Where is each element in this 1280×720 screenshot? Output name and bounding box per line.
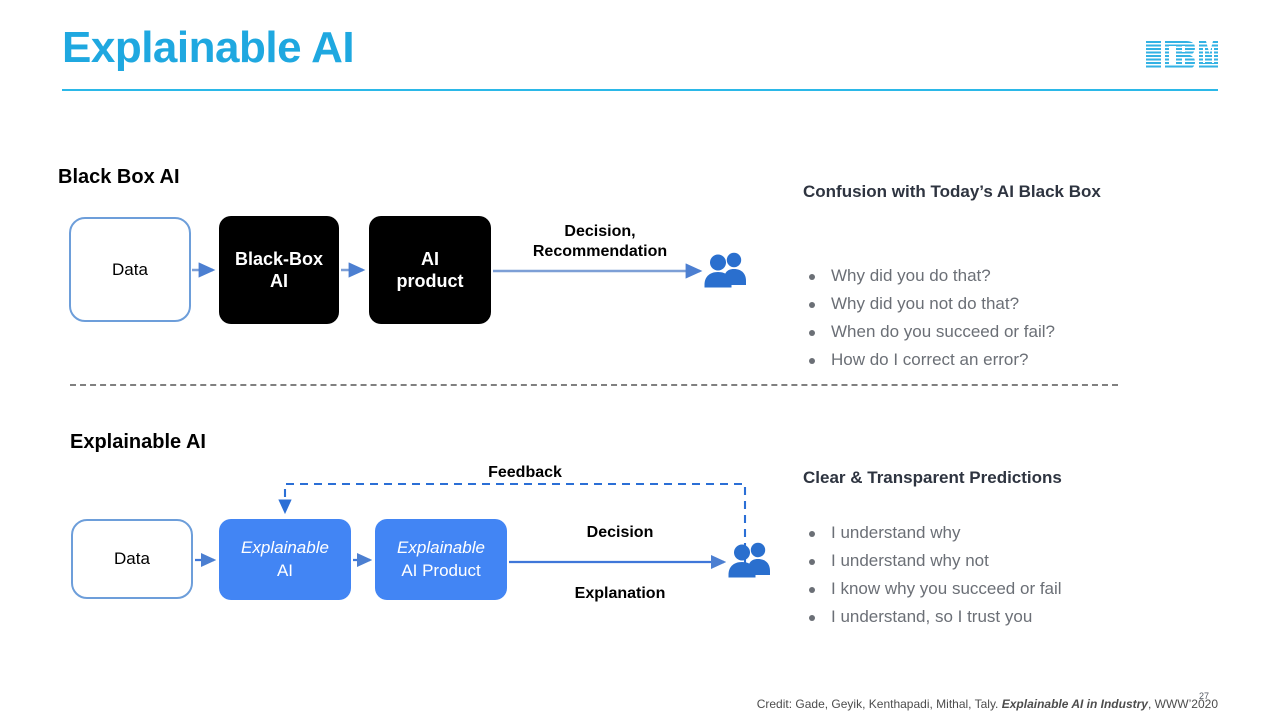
- list-item: When do you succeed or fail?: [803, 318, 1143, 346]
- bullet-list-confusion: Why did you do that? Why did you not do …: [803, 262, 1143, 374]
- flow-box-label-line1: Black-Box: [234, 248, 324, 269]
- credit-suffix: , WWW’2020: [1147, 697, 1218, 711]
- flow-label-feedback: Feedback: [488, 464, 562, 481]
- credit-reference-title: Explainable AI in Industry: [1001, 697, 1148, 711]
- flow-box-label-line1: AI: [421, 248, 439, 269]
- flow-box-label-italic: Explainable: [241, 538, 329, 558]
- page-title: Explainable AI: [62, 23, 355, 72]
- flow-label-explanation: Explanation: [574, 585, 666, 602]
- ibm-logo: [1146, 41, 1218, 69]
- list-item: I know why you succeed or fail: [803, 575, 1143, 603]
- section-heading-explainable-ai: Explainable AI: [70, 431, 206, 453]
- flow-box-data-explainable: Data: [71, 519, 193, 599]
- flow-box-label: Data: [114, 549, 150, 568]
- panel-title-clear-transparent: Clear & Transparent Predictions: [803, 468, 1062, 487]
- flow-box-label: Data: [112, 259, 148, 279]
- title-underline-rule: [62, 89, 1218, 91]
- list-item: How do I correct an error?: [803, 346, 1143, 374]
- flow-box-label-plain: AI: [276, 560, 294, 580]
- flow-box-black-box-ai: Black-Box AI: [219, 216, 339, 324]
- list-item: Why did you not do that?: [803, 290, 1143, 318]
- flow-label-decision-recommendation: Decision, Recommendation: [532, 223, 668, 260]
- flow-box-explainable-ai-product: Explainable AI Product: [375, 519, 507, 600]
- flow-label-decision: Decision: [586, 524, 654, 541]
- list-item: I understand why not: [803, 547, 1143, 575]
- credit-prefix: Credit: Gade, Geyik, Kenthapadi, Mithal,…: [756, 697, 1002, 711]
- flow-box-label-line2: AI: [270, 271, 288, 291]
- panel-title-confusion: Confusion with Today’s AI Black Box: [803, 182, 1101, 201]
- credit-line: Credit: Gade, Geyik, Kenthapadi, Mithal,…: [0, 697, 1218, 711]
- people-icon: [704, 252, 746, 288]
- list-item: Why did you do that?: [803, 262, 1143, 290]
- flow-box-label-line2: product: [396, 271, 464, 291]
- list-item: I understand, so I trust you: [803, 603, 1143, 631]
- section-divider: [70, 384, 1118, 386]
- page-number: 27: [1199, 691, 1210, 701]
- list-item: I understand why: [803, 519, 1143, 547]
- flow-box-ai-product: AI product: [369, 216, 491, 324]
- flow-box-label-italic: Explainable: [397, 538, 485, 558]
- flow-box-data-blackbox: Data: [69, 217, 191, 322]
- bullet-list-clear-transparent: I understand why I understand why not I …: [803, 519, 1143, 631]
- section-heading-black-box-ai: Black Box AI: [58, 166, 180, 188]
- people-icon: [728, 542, 770, 578]
- flow-box-label-plain: AI Product: [401, 560, 481, 580]
- flow-box-explainable-ai: Explainable AI: [219, 519, 351, 600]
